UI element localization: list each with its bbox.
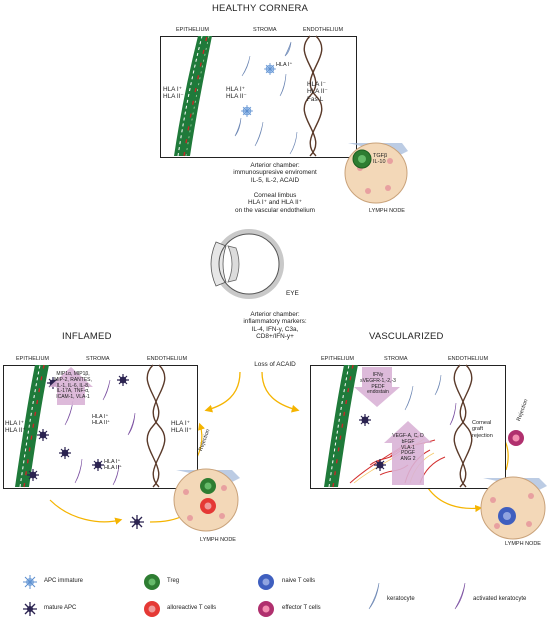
healthy-title: HEALTHY CORNERA — [212, 3, 309, 14]
legend-mature-apc: mature APC — [44, 605, 77, 611]
healthy-epithelium-label: EPITHELIUM — [176, 27, 210, 33]
effector-t-cell-icon — [258, 601, 274, 617]
inflamed-stroma-label: STROMA — [86, 356, 110, 362]
eye-icon — [210, 229, 284, 299]
legend-naive: naive T cells — [282, 578, 316, 584]
vasc-effector-cell — [508, 430, 524, 446]
inflamed-epithelium-label: EPITHELIUM — [16, 356, 50, 362]
eye-label: EYE — [286, 290, 299, 297]
activated-keratocyte-icon — [454, 582, 466, 610]
inflamed-stroma-hla-1: HLA I⁺HLA II⁺ — [92, 414, 110, 427]
healthy-endo-hla: HLA I⁻HLA II⁻Fas-L — [307, 81, 328, 103]
legend-apc-immature: APC immature — [44, 578, 84, 584]
vasc-ln-label: LYMPH NODE — [505, 541, 541, 547]
inflamed-endothelium-label: ENDOTHELIUM — [147, 356, 188, 362]
vasc-stroma-label: STROMA — [384, 356, 408, 362]
inflamed-panel-art — [15, 364, 166, 488]
ac-inflamed-text: Arterior chamber:inflammatory markers:IL… — [243, 311, 307, 341]
keratocyte-icon — [368, 582, 380, 610]
healthy-stroma-hla: HLA I⁺HLA II⁻ — [226, 86, 247, 101]
inflamed-ln-label: LYMPH NODE — [200, 537, 236, 543]
mature-apc-icon — [23, 602, 37, 616]
legend-keratocyte: keratocyte — [387, 596, 415, 602]
healthy-endothelium-label: ENDOTHELIUM — [303, 27, 344, 33]
inflamed-title: INFLAMED — [62, 331, 112, 342]
treg-icon — [144, 574, 160, 590]
legend-treg: Treg — [167, 578, 180, 584]
naive-t-cell-icon — [258, 574, 274, 590]
vascularized-title: VASCULARIZED — [369, 331, 444, 342]
inflamed-stroma-hla-2: HLA I⁺HLA II⁺ — [104, 459, 122, 472]
apc-immature-icon — [23, 575, 37, 589]
legend-alloreactive: alloreactive T cells — [167, 605, 217, 611]
legend-activated-keratocyte: activated keratocyte — [473, 596, 527, 602]
legend-effector: effector T cells — [282, 605, 321, 611]
inflamed-cytokines: MIP1α, MIP1β,MIP-2, RANTES,IL-1, IL-6, I… — [54, 371, 92, 400]
vascularized-panel-art — [324, 364, 473, 488]
inflamed-epi-hla: HLA I⁺HLA II⁺ — [5, 420, 26, 435]
healthy-epi-hla: HLA I⁺HLA II⁻ — [163, 86, 184, 101]
inflamed-migrating-apc — [130, 515, 144, 529]
healthy-panel-art — [174, 35, 323, 157]
loss-acaid-text: Loss of ACAID — [254, 361, 296, 368]
healthy-ln-label: LYMPH NODE — [369, 208, 405, 214]
healthy-lymph-node — [344, 142, 408, 204]
healthy-apc-hla: HLA I⁺ — [276, 62, 293, 68]
inflamed-endo-hla: HLA I⁺HLA II⁺ — [171, 420, 192, 435]
ac-healthy-text: Arterior chamber:immunosupresive envirom… — [233, 162, 317, 184]
healthy-stroma-label: STROMA — [253, 27, 277, 33]
vasc-lymph-node — [480, 476, 547, 540]
vasc-endothelium-label: ENDOTHELIUM — [448, 356, 489, 362]
vasc-epithelium-label: EPITHELIUM — [321, 356, 355, 362]
inflamed-lymph-node — [173, 468, 240, 532]
alloreactive-t-cell-icon — [144, 601, 160, 617]
